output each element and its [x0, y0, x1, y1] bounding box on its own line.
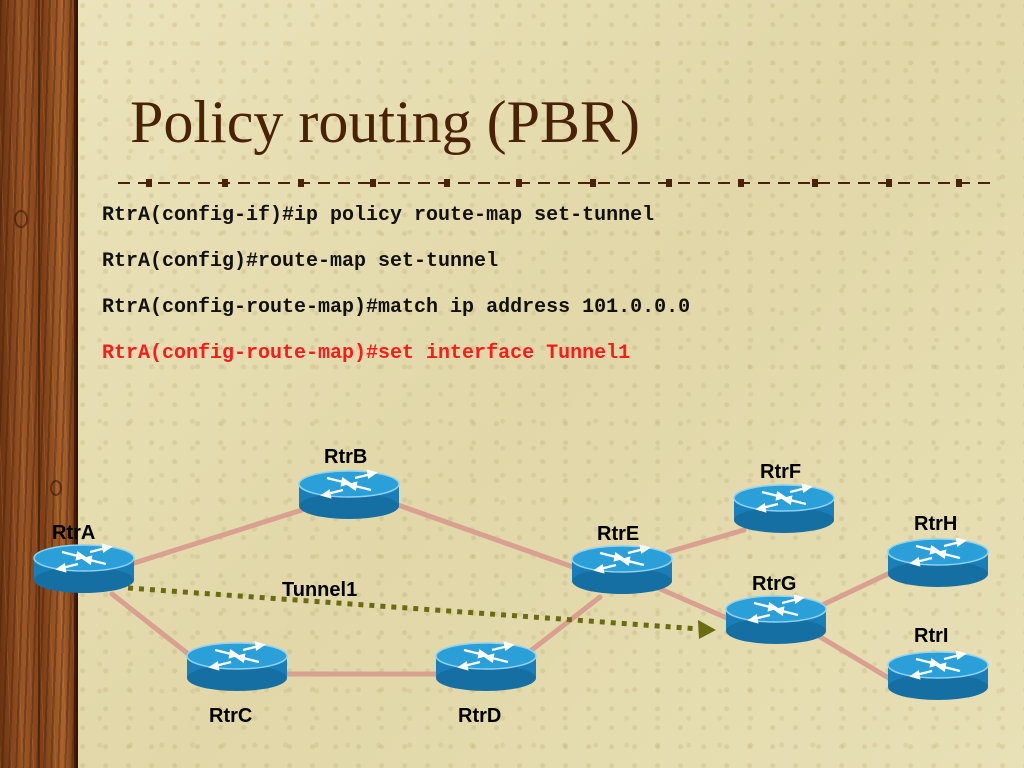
router-icon-rtrh: [886, 537, 990, 589]
command-line-3: RtrA(config-route-map)#match ip address …: [102, 296, 691, 319]
wood-border: [0, 0, 78, 768]
link-g-h: [815, 569, 895, 610]
slide-background: [78, 0, 1024, 768]
label-tunnel1: Tunnel1: [282, 579, 357, 601]
link-e-g: [655, 585, 739, 625]
label-rtrc: RtrC: [209, 705, 252, 727]
label-rtri: RtrI: [914, 625, 948, 647]
router-icon-rtrd: [434, 641, 538, 693]
label-rtre: RtrE: [597, 523, 639, 545]
router-icon-rtra: [32, 543, 136, 595]
label-rtrg: RtrG: [752, 573, 796, 595]
wood-knot: [14, 210, 28, 228]
router-icon-rtrc: [185, 641, 289, 693]
command-line-4-highlight: RtrA(config-route-map)#set interface Tun…: [102, 342, 631, 365]
command-line-1: RtrA(config-if)#ip policy route-map set-…: [102, 204, 655, 227]
router-icon-rtre: [570, 544, 674, 596]
label-rtra: RtrA: [52, 522, 95, 544]
command-line-2: RtrA(config)#route-map set-tunnel: [102, 250, 499, 273]
label-rtrf: RtrF: [760, 461, 801, 483]
label-rtrb: RtrB: [324, 446, 367, 468]
wood-seam: [38, 0, 40, 768]
decorative-divider: [118, 179, 998, 187]
wood-edge: [74, 0, 78, 768]
tunnel-path: [127, 585, 716, 639]
wood-knot: [50, 480, 62, 496]
label-rtrh: RtrH: [914, 513, 957, 535]
link-a-b: [125, 507, 305, 568]
link-a-c: [109, 591, 199, 663]
router-icon-rtrf: [732, 483, 836, 535]
router-icon-rtrb: [297, 469, 401, 521]
slide-title: Policy routing (PBR): [130, 89, 641, 155]
label-rtrd: RtrD: [458, 705, 501, 727]
link-b-e: [395, 502, 579, 571]
link-e-f: [665, 527, 747, 555]
link-d-e: [521, 594, 603, 659]
router-icon-rtri: [886, 650, 990, 702]
link-g-i: [809, 629, 895, 683]
router-icon-rtrg: [724, 594, 828, 646]
